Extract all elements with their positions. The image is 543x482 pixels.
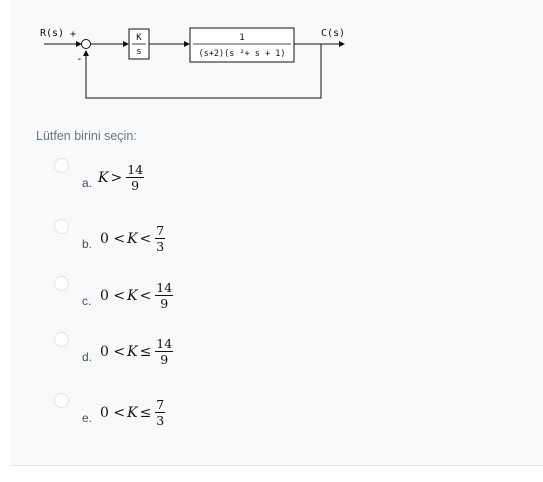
fraction-numerator: 7 — [155, 397, 166, 413]
option-letter: a. — [82, 176, 93, 190]
radio-button[interactable] — [54, 393, 69, 408]
fraction-denominator: 9 — [160, 296, 169, 311]
plus-sign: + — [70, 29, 76, 40]
formula-relation: ≤ — [139, 404, 152, 421]
radio-button[interactable] — [54, 276, 69, 291]
radio-button[interactable] — [54, 219, 69, 234]
formula-prefix: 0 < — [100, 404, 126, 421]
formula-relation: < — [139, 287, 152, 304]
plant-denominator: (s+2)(s ²+ s + 1) — [199, 49, 286, 59]
controller-denominator: s — [136, 47, 141, 57]
formula-prefix: 0 < — [100, 343, 126, 360]
option-letter: e. — [82, 411, 93, 425]
plant-block — [189, 27, 295, 63]
formula-variable: K — [127, 230, 138, 247]
formula-prefix: 0 < — [100, 287, 126, 304]
fraction-denominator: 3 — [156, 413, 165, 428]
block-diagram: R(s) + - K s 1 (s+2)(s ²+ s + 1) C(s) — [40, 27, 345, 99]
option-letter: b. — [82, 237, 93, 251]
input-label: R(s) — [40, 28, 64, 39]
radio-button[interactable] — [54, 158, 69, 173]
formula-variable: K — [127, 343, 138, 360]
controller-numerator: K — [136, 33, 142, 43]
formula-relation: ≤ — [139, 343, 152, 360]
summing-junction — [81, 39, 91, 49]
fraction-numerator: 7 — [155, 223, 166, 239]
question-panel: R(s) + - K s 1 (s+2)(s ²+ s + 1) C(s) Lü… — [10, 0, 543, 466]
formula-variable: K — [127, 287, 138, 304]
formula-prefix: 0 < — [100, 230, 126, 247]
output-label: C(s) — [321, 28, 345, 39]
plant-numerator: 1 — [239, 33, 244, 43]
option-letter: c. — [82, 294, 92, 308]
fraction-numerator: 14 — [126, 162, 145, 178]
question-prompt: Lütfen birini seçin: — [36, 129, 137, 143]
fraction-denominator: 3 — [156, 239, 165, 254]
feedback-path — [83, 44, 322, 99]
fraction-denominator: 9 — [160, 352, 169, 367]
option-letter: d. — [82, 350, 93, 364]
formula-relation: < — [139, 230, 152, 247]
formula-variable: K — [98, 169, 109, 186]
radio-button[interactable] — [54, 332, 69, 347]
fraction-numerator: 14 — [155, 336, 174, 352]
fraction-numerator: 14 — [155, 280, 174, 296]
minus-sign: - — [76, 52, 83, 65]
fraction-denominator: 9 — [131, 178, 140, 193]
formula-variable: K — [127, 404, 138, 421]
formula-relation: > — [110, 169, 123, 186]
